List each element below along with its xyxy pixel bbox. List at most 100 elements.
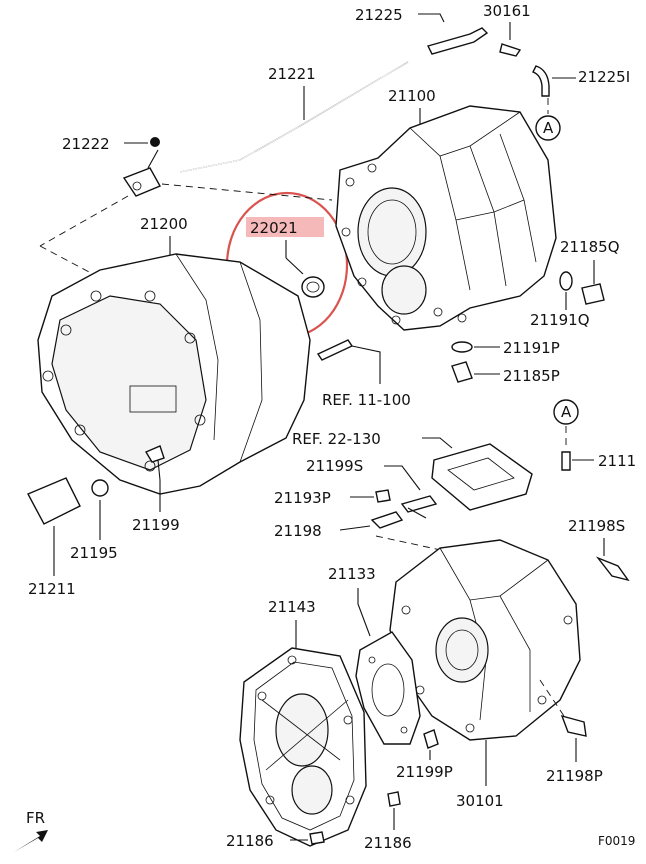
plate-rib-2 — [265, 699, 349, 771]
bolt-21199P[interactable] — [423, 729, 439, 749]
callout-21225I[interactable]: 21225I — [578, 68, 630, 86]
breather-bracket[interactable] — [122, 167, 161, 197]
gasket-hole — [371, 663, 405, 717]
callout-21191P[interactable]: 21191P — [503, 339, 560, 357]
callout-21200[interactable]: 21200 — [140, 215, 188, 233]
bracket-21198S-group: 21198S — [568, 517, 630, 582]
gasket-21133-group[interactable]: 21133 — [328, 565, 421, 745]
clip-30161[interactable] — [499, 43, 522, 57]
dowel-21186a[interactable] — [309, 831, 325, 845]
marker-a-top[interactable] — [535, 115, 561, 141]
washer-21191Q[interactable] — [559, 271, 573, 291]
case-bolt-5 — [391, 315, 401, 325]
bolt-21199P-group: 21199P — [396, 729, 453, 781]
leader-ref22 — [422, 437, 453, 449]
ext-bolt-4 — [537, 695, 547, 705]
bracket-21198S[interactable] — [595, 556, 630, 582]
callout-21185Q[interactable]: 21185Q — [560, 238, 620, 256]
callout-21221[interactable]: 21221 — [268, 65, 316, 83]
callout-21198[interactable]: 21198 — [274, 522, 322, 540]
callout-ref11[interactable]: REF. 11-100 — [322, 391, 411, 409]
plate-rib-1 — [261, 699, 341, 761]
callout-22021[interactable]: 22021 — [250, 219, 298, 237]
cover-21211-group: 21211 21195 — [27, 477, 118, 598]
callout-ref22[interactable]: REF. 22-130 — [292, 430, 381, 448]
callout-21193P[interactable]: 21193P — [274, 489, 331, 507]
washer-21191P[interactable] — [451, 341, 473, 353]
plug-21195[interactable] — [91, 479, 109, 497]
valve-body-detail — [447, 457, 515, 491]
callout-21198S[interactable]: 21198S — [568, 517, 625, 535]
callout-21199S[interactable]: 21199S — [306, 457, 363, 475]
plug-21185Q[interactable] — [581, 283, 605, 305]
callout-21185P[interactable]: 21185P — [503, 367, 560, 385]
callout-21186a[interactable]: 21186 — [226, 832, 274, 850]
plug-21193P[interactable] — [375, 489, 391, 503]
case-rib-top — [409, 111, 521, 157]
case-bolt-1 — [345, 177, 355, 187]
plate-inner-outline — [253, 661, 355, 831]
extension-housing-30101[interactable]: 30101 — [389, 539, 581, 810]
plate-bolt-3 — [343, 715, 353, 725]
callout-21191Q[interactable]: 21191Q — [530, 311, 590, 329]
cover-21211[interactable] — [27, 477, 81, 525]
dowel-21186b[interactable] — [387, 791, 401, 807]
case-bolt-2 — [367, 163, 377, 173]
highlight-22021[interactable]: 22021 — [225, 191, 349, 339]
callout-21195[interactable]: 21195 — [70, 544, 118, 562]
callout-30101[interactable]: 30101 — [456, 792, 504, 810]
callout-21211[interactable]: 21211 — [28, 580, 76, 598]
ref-11-100: REF. 11-100 — [316, 339, 411, 409]
case-bolt-4 — [357, 277, 367, 287]
callout-21199P[interactable]: 21199P — [396, 763, 453, 781]
callout-21133[interactable]: 21133 — [328, 565, 376, 583]
plug-21185P[interactable] — [451, 361, 473, 383]
callout-21225[interactable]: 21225 — [355, 6, 403, 24]
bracket-21198P[interactable] — [560, 714, 587, 737]
plug-group-p: 21191P 21185P — [451, 339, 560, 385]
pipe-2111[interactable] — [561, 451, 571, 471]
clutch-housing-21200[interactable]: 21200 — [37, 215, 311, 495]
callout-21199[interactable]: 21199 — [132, 516, 180, 534]
plug-group-q: 21185Q 21191Q — [530, 238, 620, 329]
housing-bolt-4 — [184, 332, 196, 344]
bracket-21198[interactable] — [370, 511, 404, 529]
breather-hose-21225[interactable] — [426, 27, 489, 55]
bolt-21199-head[interactable] — [144, 445, 165, 463]
plate-bolt-2 — [287, 655, 297, 665]
bracket-hole — [132, 181, 142, 191]
fr-label: FR — [26, 809, 45, 827]
case-bore-inner — [367, 199, 417, 265]
marker-a-bottom[interactable] — [553, 399, 579, 425]
case-bolt-6 — [433, 307, 443, 317]
adapter-plate-21143[interactable]: 21143 — [239, 598, 367, 847]
leader-21225 — [418, 13, 445, 23]
callout-21100[interactable]: 21100 — [388, 87, 436, 105]
bracket-21198P-group: 21198P — [539, 679, 603, 785]
figure-code: F0019 — [598, 834, 635, 848]
callout-21198P[interactable]: 21198P — [546, 767, 603, 785]
housing-window — [129, 385, 177, 413]
ext-bore-inner — [445, 629, 479, 671]
callout-21186b[interactable]: 21186 — [364, 834, 412, 852]
callout-21222[interactable]: 21222 — [62, 135, 110, 153]
oil-seal-22021[interactable] — [301, 276, 325, 298]
plug-21222[interactable] — [150, 137, 160, 147]
housing-bolt-2 — [90, 290, 102, 302]
front-arrow: FR — [14, 809, 48, 852]
callout-2111[interactable]: 2111 — [598, 452, 636, 470]
ref-11-100-part[interactable] — [316, 339, 354, 361]
housing-bolt-3 — [144, 290, 156, 302]
bolt-21199-group: 21199 — [132, 445, 180, 534]
callout-30161[interactable]: 30161 — [483, 2, 531, 20]
bolt-21199S[interactable] — [400, 495, 438, 513]
callout-21143[interactable]: 21143 — [268, 598, 316, 616]
transmission-case-21100[interactable]: 21100 — [335, 87, 557, 331]
ref-22-130-group: REF. 22-130 — [292, 430, 533, 511]
breather-hose-21225I[interactable] — [532, 65, 550, 97]
valve-body-ref22[interactable] — [431, 443, 533, 511]
plate-bolt-5 — [265, 795, 275, 805]
ext-bore — [435, 617, 489, 683]
